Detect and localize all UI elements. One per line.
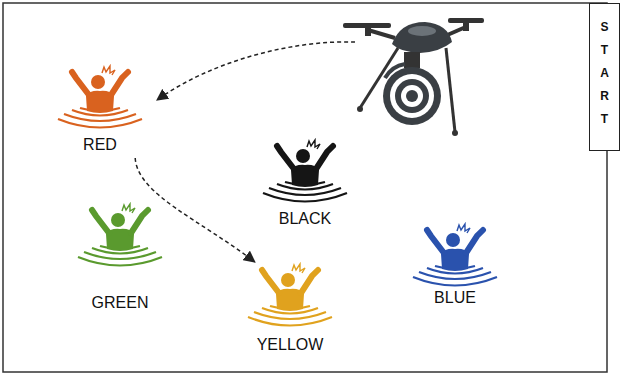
color-label: BLUE — [400, 289, 510, 307]
victim-marker: BLUE — [400, 222, 510, 312]
start-label: START — [598, 20, 612, 135]
color-label: YELLOW — [235, 336, 345, 354]
flight-path — [135, 158, 255, 262]
drone-symbol — [343, 18, 484, 136]
flight-path — [157, 42, 355, 100]
person-icon — [255, 138, 355, 208]
color-label: GREEN — [60, 294, 180, 312]
frame-border — [3, 3, 607, 372]
color-label: RED — [45, 136, 155, 154]
start-box: START — [589, 3, 620, 151]
victim-marker: BLACK — [250, 138, 360, 232]
victim-marker: RED — [45, 64, 155, 158]
person-icon — [50, 64, 150, 134]
person-icon — [405, 222, 505, 292]
person-icon — [240, 262, 340, 332]
victim-marker: YELLOW — [235, 262, 345, 358]
color-label: BLACK — [250, 210, 360, 228]
victim-marker: GREEN — [60, 202, 180, 318]
person-icon — [70, 202, 170, 272]
